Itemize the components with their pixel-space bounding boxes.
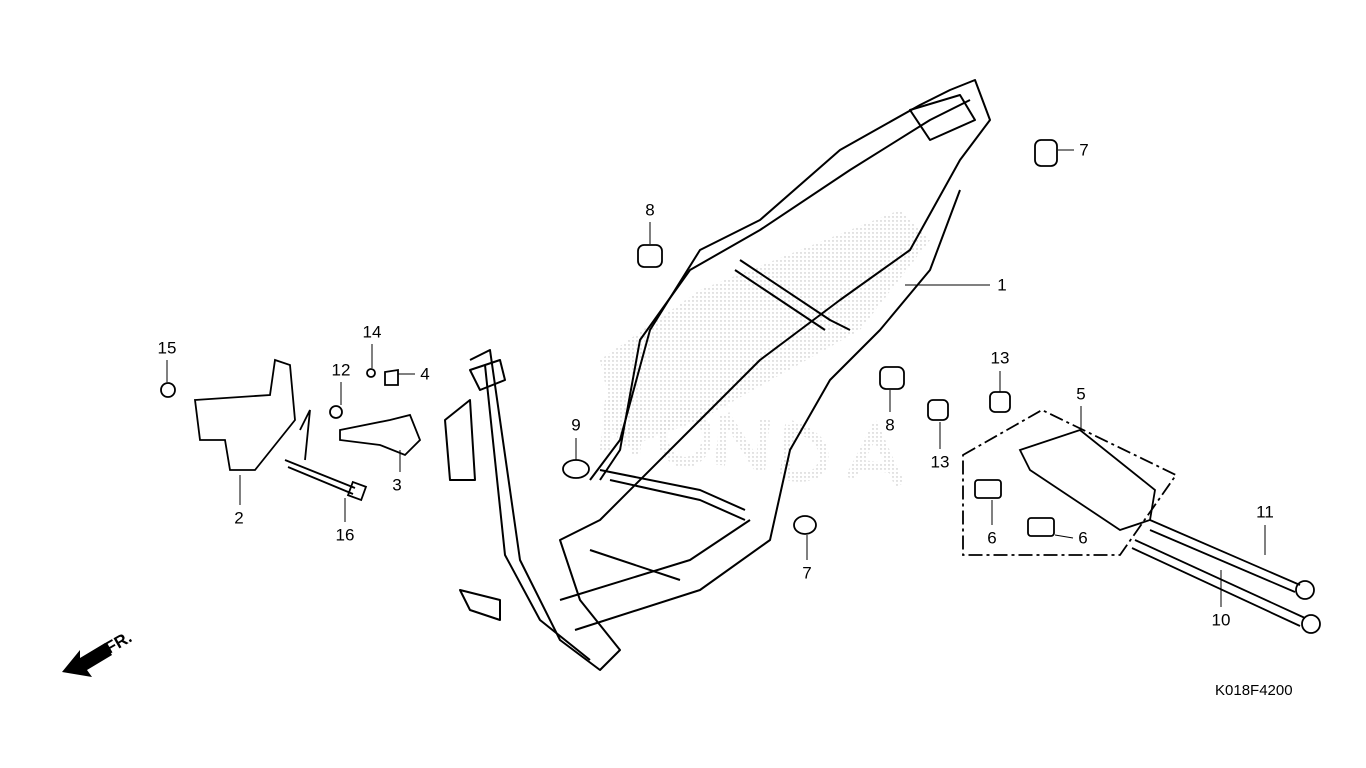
callout-5[interactable]: 5 [1076,384,1086,404]
honda-watermark-letters [600,399,905,488]
bracket-2 [160,358,311,471]
callout-2[interactable]: 2 [234,508,244,528]
callout-8[interactable]: 8 [885,415,895,435]
callout-15[interactable]: 15 [157,338,177,358]
callout-6[interactable]: 6 [1078,528,1088,548]
diagram-code: K018F4200 [1215,682,1293,699]
callout-10[interactable]: 10 [1211,610,1231,630]
callout-7[interactable]: 7 [1079,140,1089,160]
callout-14[interactable]: 14 [362,322,382,342]
callout-8[interactable]: 8 [645,200,655,220]
front-arrow-icon [62,643,112,677]
bolt-16 [284,459,368,502]
callout-12[interactable]: 12 [331,360,351,380]
callout-11[interactable]: 11 [1256,502,1274,522]
leader-lines [166,149,1266,607]
callout-6[interactable]: 6 [987,528,997,548]
callout-4[interactable]: 4 [420,364,430,384]
callout-9[interactable]: 9 [571,415,581,435]
bracket-3 [329,368,422,457]
callout-13[interactable]: 13 [930,452,950,472]
honda-watermark [600,210,930,488]
callout-1[interactable]: 1 [997,275,1007,295]
callout-7[interactable]: 7 [802,563,812,583]
callout-3[interactable]: 3 [392,475,402,495]
frame-body [444,79,991,671]
callout-16[interactable]: 16 [335,525,355,545]
callout-13[interactable]: 13 [990,348,1010,368]
engine-hanger-5 [962,408,1321,634]
